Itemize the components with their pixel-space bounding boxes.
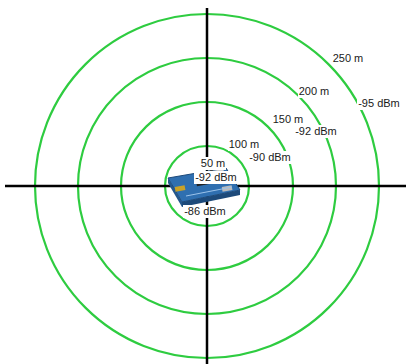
range-label: -92 dBm bbox=[194, 171, 238, 184]
range-label: 50 m bbox=[200, 157, 226, 170]
range-label: -86 dBm bbox=[183, 205, 227, 218]
range-label: 250 m bbox=[332, 52, 365, 65]
range-label: 100 m bbox=[228, 138, 261, 151]
range-label: -90 dBm bbox=[248, 151, 292, 164]
range-label: 200 m bbox=[298, 85, 331, 98]
range-ring bbox=[165, 146, 249, 226]
board-icon bbox=[168, 167, 240, 207]
range-label: -95 dBm bbox=[357, 97, 401, 110]
range-label: -92 dBm bbox=[294, 125, 338, 138]
